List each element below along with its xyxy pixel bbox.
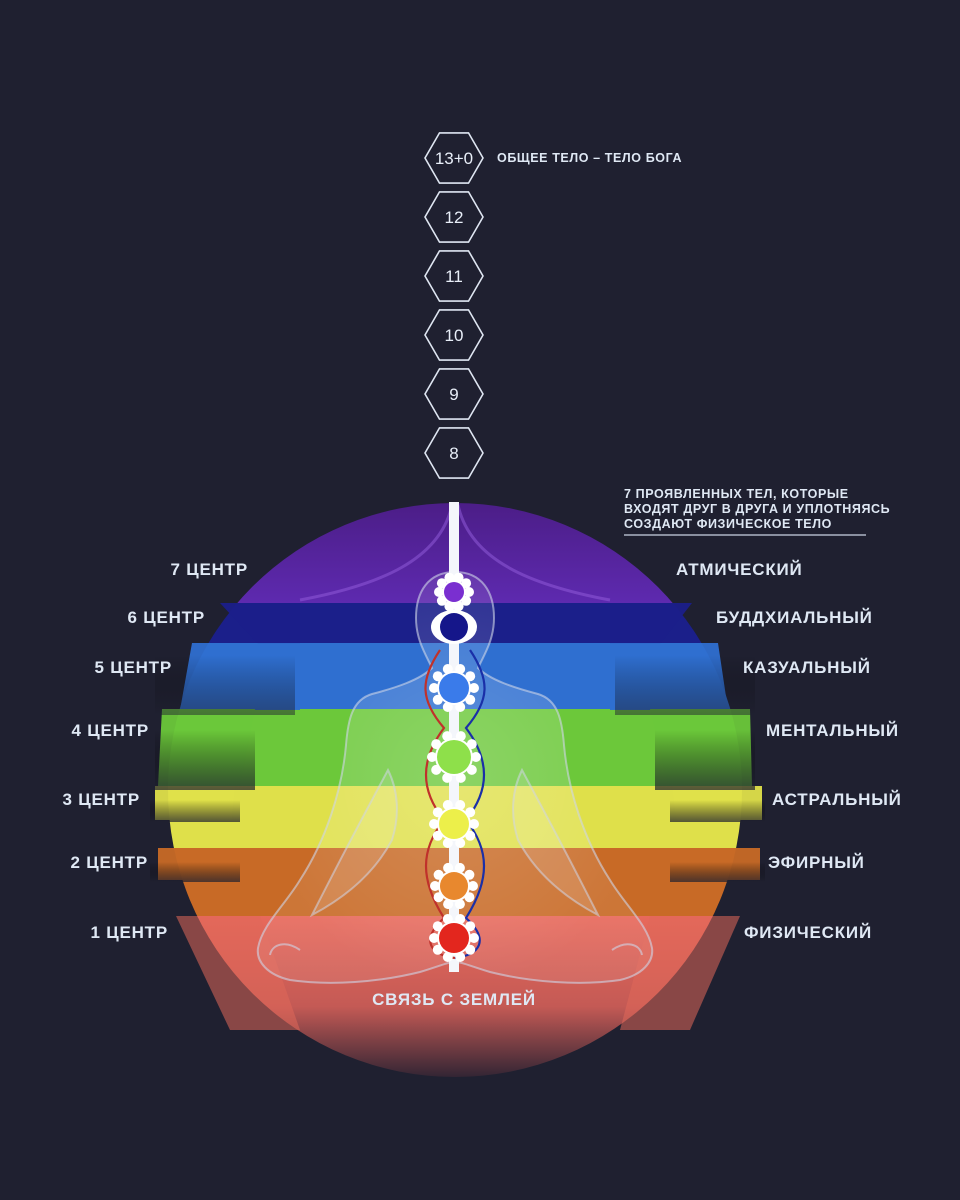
body-label-3: АСТРАЛЬНЫЙ <box>772 790 902 809</box>
top-note: ОБЩЕЕ ТЕЛО – ТЕЛО БОГА <box>497 151 682 165</box>
chakra-petal <box>469 683 479 693</box>
hexagon-label-4: 10 <box>445 326 464 345</box>
chakra-points <box>427 572 481 962</box>
bodies-note-line-3: СОЗДАЮТ ФИЗИЧЕСКОЕ ТЕЛО <box>624 517 832 531</box>
center-label-4: 4 ЦЕНТР <box>71 721 149 740</box>
bodies-note-line-2: ВХОДЯТ ДРУГ В ДРУГА И УПЛОТНЯЯСЬ <box>624 502 890 516</box>
hexagon-label-5: 9 <box>449 385 458 404</box>
body-label-7: АТМИЧЕСКИЙ <box>676 560 803 579</box>
hexagon-2 <box>424 191 484 243</box>
hexagon-label-1: 13+0 <box>435 149 473 168</box>
chakra-petal <box>430 881 440 891</box>
center-label-6: 6 ЦЕНТР <box>127 608 205 627</box>
chakra-1 <box>439 923 469 953</box>
hexagon-1 <box>424 132 484 184</box>
chakra-petal <box>469 933 479 943</box>
chakra-petal <box>429 819 439 829</box>
center-label-3: 3 ЦЕНТР <box>62 790 140 809</box>
earth-connection-label: СВЯЗЬ С ЗЕМЛЕЙ <box>372 990 536 1009</box>
hexagon-3 <box>424 250 484 302</box>
hexagon-5 <box>424 368 484 420</box>
chakra-petal <box>434 587 444 597</box>
body-labels: АТМИЧЕСКИЙ БУДДХИАЛЬНЫЙ КАЗУАЛЬНЫЙ МЕНТА… <box>676 560 902 942</box>
chakra-6 <box>440 613 468 641</box>
body-label-6: БУДДХИАЛЬНЫЙ <box>716 608 873 627</box>
hexagon-4 <box>424 309 484 361</box>
chakra-petal <box>469 819 479 829</box>
center-label-7: 7 ЦЕНТР <box>170 560 248 579</box>
chakra-petal <box>429 933 439 943</box>
chakra-7 <box>444 582 464 602</box>
bodies-note-line-1: 7 ПРОЯВЛЕННЫХ ТЕЛ, КОТОРЫЕ <box>624 487 849 501</box>
chakra-4 <box>437 740 471 774</box>
chakra-petal <box>464 587 474 597</box>
central-channel <box>449 502 459 972</box>
hexagon-6 <box>424 427 484 479</box>
chakra-petal <box>471 752 481 762</box>
chakra-petal <box>427 752 437 762</box>
body-label-2: ЭФИРНЫЙ <box>768 853 865 872</box>
chakra-petal <box>429 683 439 693</box>
beam-flare <box>299 504 611 602</box>
hexagon-ladder: 13+0 12 11 10 9 8 <box>424 132 484 479</box>
chakra-petal <box>468 881 478 891</box>
body-label-4: МЕНТАЛЬНЫЙ <box>766 721 899 740</box>
chakra-5 <box>439 673 469 703</box>
body-label-5: КАЗУАЛЬНЫЙ <box>743 658 871 677</box>
bodies-note: 7 ПРОЯВЛЕННЫХ ТЕЛ, КОТОРЫЕ ВХОДЯТ ДРУГ В… <box>624 487 890 536</box>
center-label-1: 1 ЦЕНТР <box>90 923 168 942</box>
hexagon-label-2: 12 <box>445 208 464 227</box>
center-labels: 7 ЦЕНТР 6 ЦЕНТР 5 ЦЕНТР 4 ЦЕНТР 3 ЦЕНТР … <box>62 560 248 942</box>
chakra-2 <box>440 872 468 900</box>
center-label-2: 2 ЦЕНТР <box>70 853 148 872</box>
hexagon-label-6: 8 <box>449 444 458 463</box>
chakra-3 <box>439 809 469 839</box>
hexagon-label-3: 11 <box>445 267 463 286</box>
body-label-1: ФИЗИЧЕСКИЙ <box>744 923 872 942</box>
center-label-5: 5 ЦЕНТР <box>94 658 172 677</box>
